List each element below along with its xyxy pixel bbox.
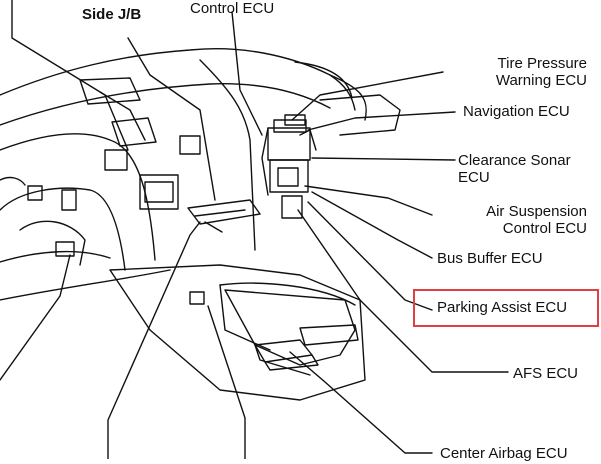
label-control-ecu: Control ECU — [190, 0, 275, 17]
label-bus-buffer-ecu: Bus Buffer ECU — [437, 250, 543, 267]
leader-lines — [0, 0, 509, 460]
center-airbag-unit — [254, 339, 319, 371]
label-tire-pressure-1: Tire Pressure — [497, 55, 587, 72]
highlight-box — [413, 289, 599, 327]
label-side-jb: Side J/B — [82, 6, 142, 23]
label-air-suspension-2: Control ECU — [502, 220, 587, 237]
connectors-left — [27, 135, 261, 305]
label-clearance-sonar-1: Clearance Sonar — [458, 152, 571, 169]
label-afs-ecu: AFS ECU — [513, 365, 579, 382]
label-air-suspension-1: Air Suspension — [486, 203, 587, 220]
label-clearance-sonar-2: ECU — [458, 169, 490, 186]
label-tire-pressure-2: Warning ECU — [495, 72, 587, 89]
label-parking-assist-ecu: Parking Assist ECU — [437, 299, 568, 316]
label-navigation-ecu: Navigation ECU — [463, 103, 570, 120]
label-center-airbag-ecu: Center Airbag ECU — [440, 445, 568, 462]
